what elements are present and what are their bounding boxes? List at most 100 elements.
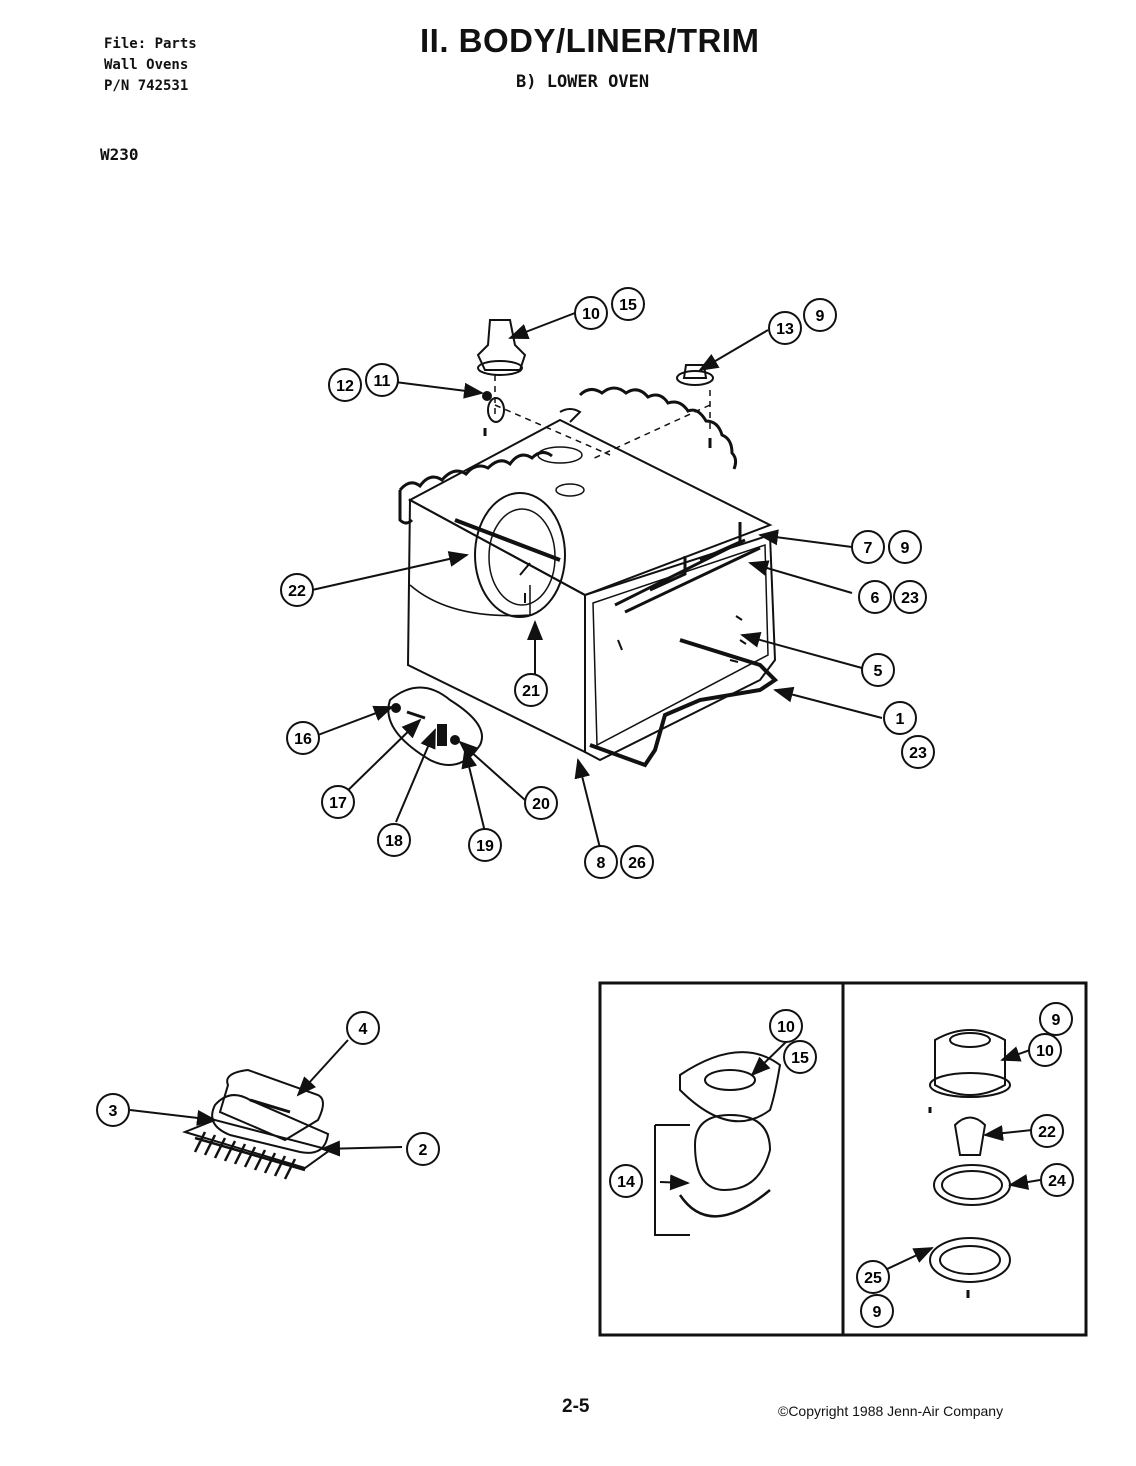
callout-10: 10 <box>574 296 608 330</box>
callout-5: 5 <box>861 653 895 687</box>
callout-15: 15 <box>783 1040 817 1074</box>
file-info-line: Wall Ovens <box>104 57 189 73</box>
callout-circle <box>286 721 320 755</box>
callout-circle <box>861 653 895 687</box>
file-info-line: P/N 742531 <box>104 78 189 94</box>
callout-15: 15 <box>611 287 645 321</box>
leader-lines <box>311 312 883 849</box>
callout-8: 8 <box>584 845 618 879</box>
callout-4: 4 <box>346 1011 380 1045</box>
callout-circle <box>1030 1114 1064 1148</box>
callout-circle <box>574 296 608 330</box>
callout-circle <box>406 1132 440 1166</box>
top-panel <box>407 418 773 597</box>
callout-circle <box>893 580 927 614</box>
callout-circle <box>584 845 618 879</box>
callout-circle <box>524 786 558 820</box>
rack-leader-lines <box>129 1039 403 1157</box>
callout-circle <box>1039 1002 1073 1036</box>
callout-number: 14 <box>617 1174 635 1191</box>
callout-number: 5 <box>874 663 883 680</box>
callout-10: 10 <box>1028 1033 1062 1067</box>
callout-number: 2 <box>419 1142 428 1159</box>
model-number: W230 <box>100 145 139 164</box>
callout-number: 3 <box>109 1103 118 1120</box>
callout-number: 6 <box>871 590 880 607</box>
callout-number: 9 <box>1052 1012 1061 1029</box>
callout-21: 21 <box>514 673 548 707</box>
callout-number: 10 <box>1036 1043 1054 1060</box>
callout-6: 6 <box>858 580 892 614</box>
callout-circle <box>328 368 362 402</box>
callout-circle <box>1040 1163 1074 1197</box>
callout-number: 24 <box>1048 1173 1066 1190</box>
callout-circle <box>769 1009 803 1043</box>
callout-number: 22 <box>1038 1124 1056 1141</box>
callout-9: 9 <box>888 530 922 564</box>
callout-circle <box>856 1260 890 1294</box>
callout-number: 10 <box>777 1019 795 1036</box>
callout-number: 11 <box>374 373 391 390</box>
page-title: II. BODY/LINER/TRIM <box>420 22 760 59</box>
callout-3: 3 <box>96 1093 130 1127</box>
light-assembly-inset <box>598 981 1088 1337</box>
callout-circle <box>611 287 645 321</box>
callout-7: 7 <box>851 530 885 564</box>
callout-20: 20 <box>524 786 558 820</box>
callout-circle <box>280 573 314 607</box>
callout-circle <box>858 580 892 614</box>
callout-circle <box>888 530 922 564</box>
oven-body <box>398 375 779 768</box>
callout-circle <box>365 363 399 397</box>
callout-circle <box>377 823 411 857</box>
callout-number: 15 <box>791 1050 809 1067</box>
file-info: File: Parts Wall Ovens P/N 742531 <box>104 34 197 97</box>
light-housing-left <box>654 1051 782 1236</box>
callout-number: 1 <box>896 711 905 728</box>
callout-14: 14 <box>609 1164 643 1198</box>
bake-element <box>589 638 779 768</box>
inset-leader-lines <box>659 1039 1041 1271</box>
callout-circle <box>321 785 355 819</box>
callout-circle <box>783 1040 817 1074</box>
callout-18: 18 <box>377 823 411 857</box>
callout-number: 8 <box>597 855 606 872</box>
callout-10: 10 <box>769 1009 803 1043</box>
callout-number: 26 <box>628 855 646 872</box>
broil-element <box>614 522 761 614</box>
callout-circle <box>883 701 917 735</box>
callout-number: 4 <box>359 1021 368 1038</box>
callout-number: 9 <box>901 540 910 557</box>
callout-circle <box>468 828 502 862</box>
callout-number: 20 <box>532 796 550 813</box>
callout-circle <box>860 1294 894 1328</box>
light-housing-right <box>928 1029 1011 1298</box>
callout-circle <box>96 1093 130 1127</box>
callout-number: 22 <box>288 583 306 600</box>
callout-26: 26 <box>620 845 654 879</box>
callout-13: 13 <box>768 311 802 345</box>
callout-circle <box>514 673 548 707</box>
front-frame <box>584 533 777 762</box>
callout-number: 19 <box>476 838 494 855</box>
callout-circle <box>851 530 885 564</box>
callout-number: 7 <box>864 540 873 557</box>
callout-number: 23 <box>909 745 927 762</box>
callout-1: 1 <box>883 701 917 735</box>
copyright-notice: ©Copyright 1988 Jenn-Air Company <box>778 1403 1004 1419</box>
callout-19: 19 <box>468 828 502 862</box>
page-subtitle: B) LOWER OVEN <box>516 72 650 92</box>
callout-24: 24 <box>1040 1163 1074 1197</box>
light-socket-right <box>676 364 714 448</box>
callout-11: 11 <box>365 363 399 397</box>
callout-number: 21 <box>522 683 540 700</box>
callout-9: 9 <box>803 298 837 332</box>
callout-9: 9 <box>1039 1002 1073 1036</box>
callout-number: 17 <box>329 795 347 812</box>
callout-23: 23 <box>893 580 927 614</box>
callout-22: 22 <box>280 573 314 607</box>
callout-9: 9 <box>860 1294 894 1328</box>
callout-circle <box>803 298 837 332</box>
